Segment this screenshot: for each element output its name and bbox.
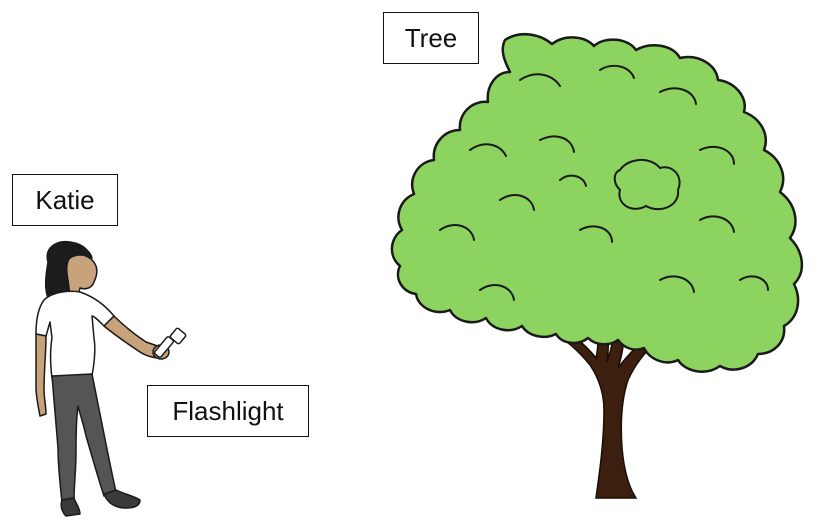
pants xyxy=(51,373,117,503)
katie-label: Katie xyxy=(12,174,118,226)
person-illustration xyxy=(35,240,170,517)
shirt xyxy=(35,290,115,379)
flashlight-label: Flashlight xyxy=(147,385,309,437)
tree-illustration xyxy=(390,32,803,499)
flashlight-icon xyxy=(153,327,187,358)
left-arm xyxy=(35,333,47,417)
tree-label: Tree xyxy=(383,12,479,64)
right-shoe xyxy=(103,489,141,509)
tree-foliage-texture xyxy=(439,64,769,301)
face xyxy=(66,253,98,297)
left-shoe xyxy=(60,497,81,517)
tree-foliage xyxy=(390,32,803,373)
